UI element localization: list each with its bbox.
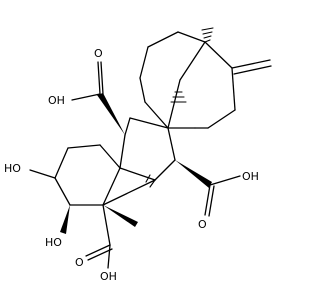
bottom-carboxyl [85, 204, 138, 269]
upper-carboxyl [71, 61, 125, 135]
atom-label-oh-right: OH [242, 170, 259, 183]
bridge-hash-bond [170, 91, 187, 103]
five-membered-ring [119, 117, 176, 181]
atom-label-o-bottom: O [75, 256, 84, 269]
right-carboxyl [175, 160, 241, 217]
hydroxyl-bonds [29, 169, 156, 234]
cyclohexane-ring [54, 144, 156, 206]
bridgehead-hash-bond [201, 27, 214, 43]
atom-labels: OH O HO HO O OH O OH [4, 47, 259, 283]
atom-label-ho-lower: HO [45, 236, 62, 249]
bicyclo-ring [139, 31, 272, 129]
atom-label-oh-bottom: OH [100, 270, 117, 283]
atom-label-o-upper: O [94, 47, 103, 60]
chemical-structure: OH O HO HO O OH O OH [4, 27, 272, 283]
atom-label-o-right: O [198, 218, 207, 231]
atom-label-ho-left: HO [4, 162, 21, 175]
atom-label-oh-upper: OH [48, 94, 65, 107]
